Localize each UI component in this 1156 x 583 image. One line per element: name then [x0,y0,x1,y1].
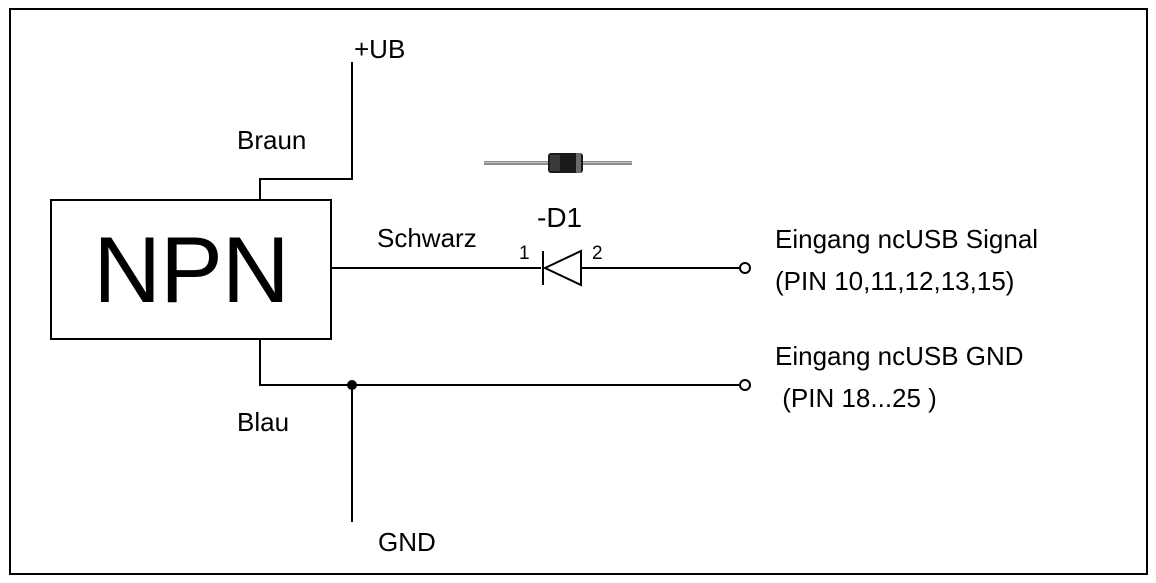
terminal-signal [739,262,751,274]
diagram-frame [9,8,1148,575]
diode-symbol [542,249,582,287]
gnd-terminal-pins: (PIN 18...25 ) [775,383,937,413]
signal-terminal-pins: (PIN 10,11,12,13,15) [775,266,1015,296]
wire-brown [259,62,353,199]
diode-ref-label: -D1 [537,202,583,233]
diode-pin1-label: 1 [519,243,530,264]
wire-blue [259,340,739,386]
diode-component-image [484,153,632,173]
ground-label: GND [378,527,436,557]
npn-sensor-box: NPN [50,199,332,340]
signal-terminal-title: Eingang ncUSB Signal [775,224,1039,254]
diode-pin2-label: 2 [592,243,603,264]
junction-dot [347,380,357,390]
npn-label: NPN [93,216,289,322]
supply-label: +UB [354,34,406,64]
wire-brown-label: Braun [237,125,307,155]
gnd-terminal-title: Eingang ncUSB GND [775,341,1024,371]
wire-blue-label: Blau [237,407,290,437]
wire-black-label: Schwarz [377,223,477,253]
terminal-gnd [739,379,751,391]
